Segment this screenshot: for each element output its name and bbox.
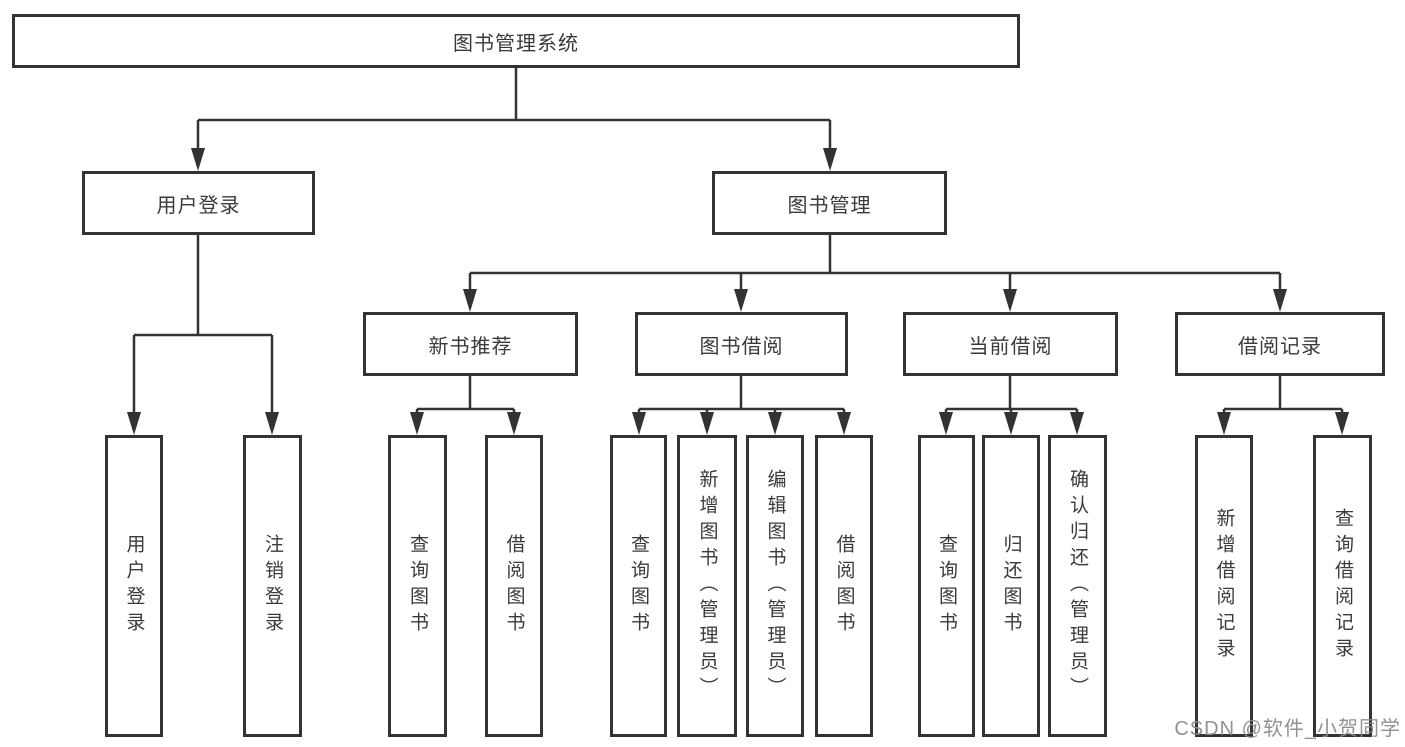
leaf-query-books-recommend: 查询图书 (388, 435, 447, 737)
leaf-add-borrow-record: 新增借阅记录 (1195, 435, 1253, 737)
leaf-add-books-admin: 新增图书（管理员） (677, 435, 737, 737)
node-borrow-records: 借阅记录 (1175, 312, 1385, 376)
leaf-logout: 注销登录 (243, 435, 302, 737)
leaf-query-books-current: 查询图书 (918, 435, 975, 737)
connector-bookmgmt-to-level3 (468, 235, 1282, 290)
leaf-borrow-books: 借阅图书 (815, 435, 873, 737)
leaf-edit-books-admin: 编辑图书（管理员） (746, 435, 804, 737)
node-user-login: 用户登录 (82, 171, 315, 235)
connector-borrow-to-leaves (637, 376, 846, 413)
connector-newbook-to-leaves (415, 376, 516, 413)
connector-current-to-leaves (944, 376, 1079, 413)
node-current-borrow: 当前借阅 (903, 312, 1118, 376)
leaf-borrow-books-recommend: 借阅图书 (485, 435, 543, 737)
node-library-management-system: 图书管理系统 (12, 14, 1020, 68)
arrowheads (127, 148, 1349, 435)
node-new-book-recommend: 新书推荐 (363, 312, 578, 376)
connector-records-to-leaves (1222, 376, 1344, 413)
leaf-query-borrow-record: 查询借阅记录 (1313, 435, 1372, 737)
leaf-return-books: 归还图书 (982, 435, 1040, 737)
leaf-confirm-return-admin: 确认归还（管理员） (1048, 435, 1107, 737)
node-book-borrow: 图书借阅 (635, 312, 848, 376)
node-book-management: 图书管理 (712, 171, 947, 235)
leaf-query-books-borrow: 查询图书 (610, 435, 667, 737)
leaf-user-login: 用户登录 (105, 435, 163, 737)
connector-root-to-level2 (196, 68, 832, 149)
csdn-watermark: CSDN @软件_小贺同学 (1174, 718, 1401, 740)
connector-userlogin-to-leaves (132, 235, 274, 413)
